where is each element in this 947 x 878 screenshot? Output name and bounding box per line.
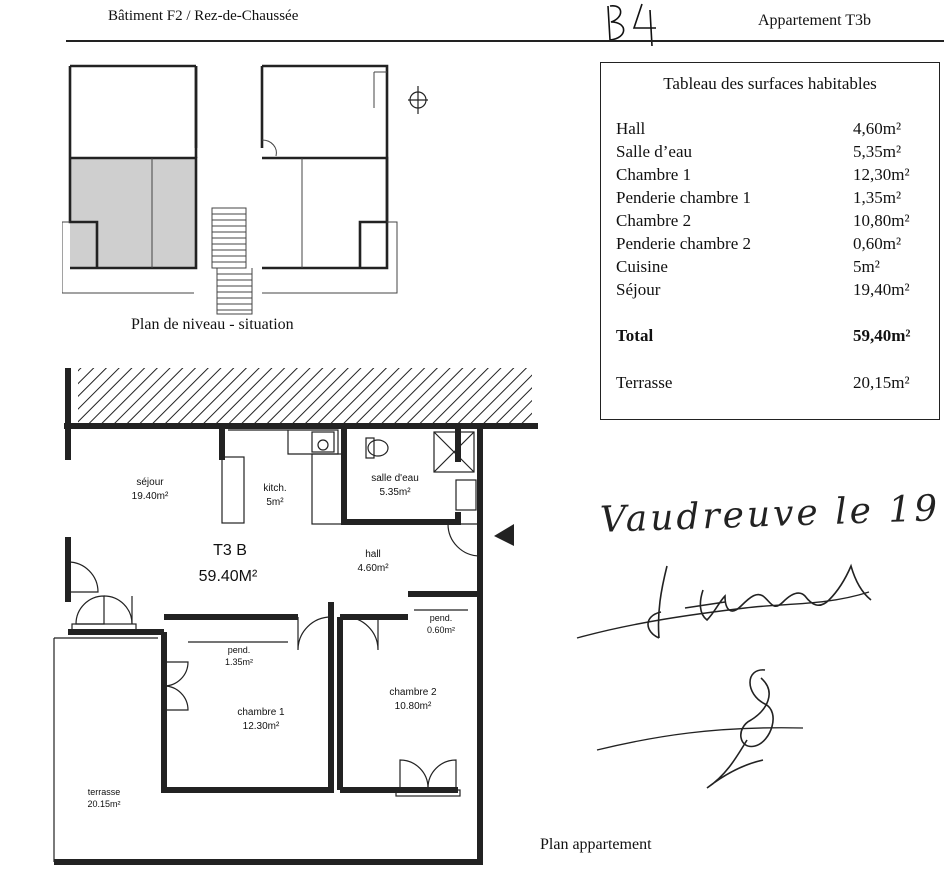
surface-total-row: Total 59,40m² xyxy=(616,326,936,349)
surface-row-label: Penderie chambre 1 xyxy=(616,188,751,207)
room-name: pend. xyxy=(227,645,251,655)
initials xyxy=(596,669,804,789)
signature xyxy=(576,563,872,639)
room-area: 4.60m² xyxy=(357,562,389,574)
hatched-wall xyxy=(78,368,532,426)
room-label-chambre-2: chambre 2 10.80m² xyxy=(378,686,448,713)
surface-terrace-value: 20,15m² xyxy=(853,373,910,392)
compass-icon xyxy=(408,86,428,114)
surface-row-label: Chambre 2 xyxy=(616,211,692,230)
floor-plan-caption: Plan appartement xyxy=(540,836,652,853)
surface-row-label: Cuisine xyxy=(616,257,668,276)
surface-row-label: Séjour xyxy=(616,280,661,299)
surface-row-label: Chambre 1 xyxy=(616,165,692,184)
room-label-pend-2: pend. 0.60m² xyxy=(416,612,466,636)
floor-plan xyxy=(53,368,538,865)
surface-row-value: 10,80m² xyxy=(853,211,910,230)
room-name: salle d'eau xyxy=(371,473,419,484)
room-name: chambre 2 xyxy=(389,687,437,698)
surface-total-value: 59,40m² xyxy=(853,326,911,345)
room-name: hall xyxy=(365,549,381,560)
surface-terrace-label: Terrasse xyxy=(616,373,673,392)
surface-table-title: Tableau des surfaces habitables xyxy=(663,74,877,93)
surface-row-value: 5m² xyxy=(853,257,880,276)
room-area: 5m² xyxy=(266,496,284,508)
surface-row: Hall 4,60m² xyxy=(616,119,936,142)
surface-terrace-row: Terrasse 20,15m² xyxy=(616,373,936,396)
room-name: séjour xyxy=(136,477,164,488)
room-label-terrasse: terrasse 20.15m² xyxy=(76,786,132,810)
building-label: Bâtiment F2 / Rez-de-Chaussée xyxy=(108,8,299,24)
room-label-pend-1: pend. 1.35m² xyxy=(214,644,264,668)
room-name: terrasse xyxy=(87,787,121,797)
room-area: 5.35m² xyxy=(379,486,411,498)
entrance-arrow xyxy=(494,524,514,546)
surface-row: Cuisine 5m² xyxy=(616,257,936,280)
surface-row: Penderie chambre 1 1,35m² xyxy=(616,188,936,211)
surface-row: Séjour 19,40m² xyxy=(616,280,936,303)
surface-row-value: 12,30m² xyxy=(853,165,910,184)
surface-row: Penderie chambre 2 0,60m² xyxy=(616,234,936,257)
room-label-salle-deau: salle d'eau 5.35m² xyxy=(360,472,430,499)
surface-row: Chambre 2 10,80m² xyxy=(616,211,936,234)
surface-row: Chambre 1 12,30m² xyxy=(616,165,936,188)
site-plan xyxy=(62,64,398,315)
room-area: 1.35m² xyxy=(224,657,253,668)
surface-row-value: 4,60m² xyxy=(853,119,902,138)
room-name: kitch. xyxy=(263,483,287,494)
surface-table: Tableau des surfaces habitables Hall 4,60… xyxy=(600,62,940,420)
room-name: chambre 1 xyxy=(237,707,285,718)
site-plan-caption: Plan de niveau - situation xyxy=(131,316,294,333)
surface-total-label: Total xyxy=(616,326,654,345)
unit-area: 59.40M² xyxy=(198,568,258,585)
apartment-label: Appartement T3b xyxy=(758,12,872,29)
room-area: 19.40m² xyxy=(131,490,169,502)
surface-row-value: 1,35m² xyxy=(853,188,902,207)
header-rule xyxy=(66,40,944,42)
room-label-hall: hall 4.60m² xyxy=(348,548,398,575)
room-name: pend. xyxy=(429,613,453,623)
surface-row-value: 19,40m² xyxy=(853,280,910,299)
surface-row: Salle d’eau 5,35m² xyxy=(616,142,936,165)
surface-row-value: 0,60m² xyxy=(853,234,902,253)
room-label-sejour: séjour 19.40m² xyxy=(120,476,180,503)
unit-name: T3 B xyxy=(213,542,247,559)
room-label-kitch: kitch. 5m² xyxy=(250,482,300,509)
room-area: 10.80m² xyxy=(394,700,432,712)
surface-row-value: 5,35m² xyxy=(853,142,902,161)
room-area: 0.60m² xyxy=(426,625,455,636)
room-area: 12.30m² xyxy=(242,720,280,732)
highlighted-unit xyxy=(70,158,196,268)
room-area: 20.15m² xyxy=(87,799,121,810)
surface-row-label: Hall xyxy=(616,119,646,138)
room-label-chambre-1: chambre 1 12.30m² xyxy=(226,706,296,733)
surface-row-label: Penderie chambre 2 xyxy=(616,234,751,253)
surface-row-label: Salle d’eau xyxy=(616,142,692,161)
handwritten-place-date: Vaudreuve le 19 xyxy=(599,488,941,541)
